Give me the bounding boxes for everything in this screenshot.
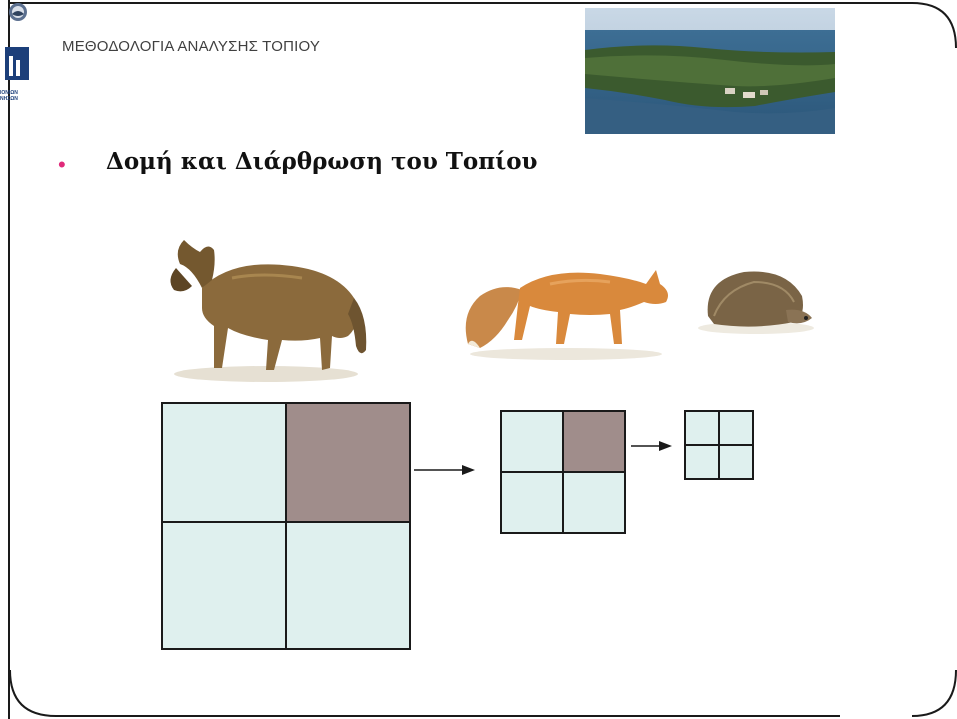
slide-heading: Δομή και Διάρθρωση του Τοπίου (106, 148, 538, 175)
frame-left-line (8, 0, 10, 719)
frame-bottom-curve (9, 669, 840, 717)
grid-large-cell-bottom-right (286, 522, 411, 650)
heading-bullet: • (58, 152, 66, 177)
grid-large-cell-bottom-left (161, 522, 286, 650)
grid-small-cell-bottom-right (719, 445, 754, 480)
grid-large-cell-top-left (161, 402, 286, 522)
logo-text-line1: ΙΟΝΙΩΝ (0, 90, 18, 96)
grid-large-cell-top-right (286, 402, 411, 522)
frame-right-curve (830, 2, 957, 717)
wolf-illustration (170, 240, 367, 382)
landscape-grid-medium (500, 410, 626, 534)
grid-small-cell-bottom-left (684, 445, 719, 480)
grid-medium-cell-top-right (563, 410, 626, 472)
grid-small-cell-top-right (719, 410, 754, 445)
header-landscape-photo (585, 8, 835, 134)
hedgehog-illustration (698, 271, 814, 334)
arrow-right-icon (414, 465, 475, 475)
arrow-right-small-icon (631, 441, 672, 451)
landscape-grid-small (684, 410, 754, 480)
grid-small-cell-top-left (684, 410, 719, 445)
header-title: ΜΕΘΟΔΟΛΟΓΙΑ ΑΝΑΛΥΣΗΣ ΤΟΠΙΟΥ (62, 38, 321, 55)
frame-top-line (8, 2, 838, 4)
grid-medium-cell-top-left (500, 410, 563, 472)
institution-logo (0, 0, 34, 108)
logo-text: ΙΟΝΙΩΝ ΝΗΣΩΝ (0, 90, 34, 102)
grid-medium-cell-bottom-right (563, 472, 626, 534)
grid-medium-cell-bottom-left (500, 472, 563, 534)
fox-illustration (465, 270, 668, 360)
logo-text-line2: ΝΗΣΩΝ (0, 96, 18, 102)
landscape-grid-large (161, 402, 411, 650)
